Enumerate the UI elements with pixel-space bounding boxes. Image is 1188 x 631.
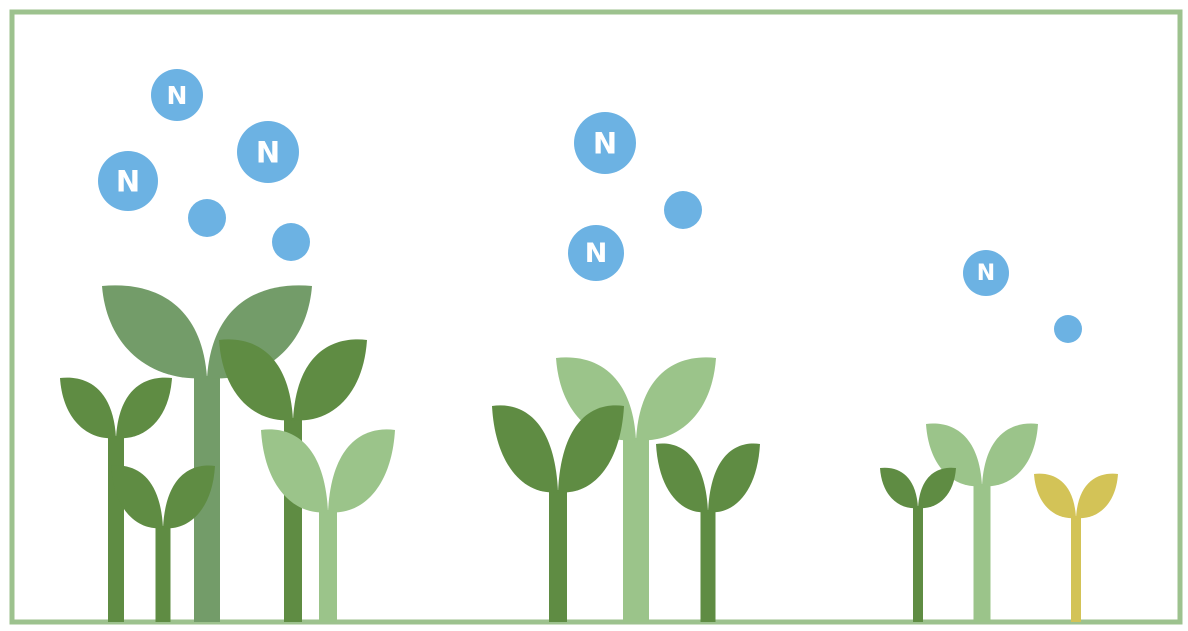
plant-stem	[319, 510, 337, 622]
plant-leaf-right	[328, 429, 395, 512]
nitrogen-molecule-labeled: N	[574, 112, 636, 174]
plant-stem	[913, 506, 923, 622]
plant-medium-nitrogen-right-dark-green	[656, 444, 760, 622]
plant-leaf-left	[880, 468, 918, 508]
plant-leaf-right	[558, 405, 624, 492]
plant-leaf-right	[116, 378, 172, 439]
plant-stem	[701, 510, 716, 622]
plant-leaf-left	[492, 405, 558, 492]
plant-low-nitrogen-right-yellow	[1034, 474, 1118, 622]
molecules-low-nitrogen: N	[963, 250, 1082, 343]
plant-leaf-right	[293, 339, 367, 420]
molecules-medium-nitrogen: NN	[568, 112, 702, 281]
nitrogen-label: N	[593, 127, 617, 161]
plant-high-nitrogen-right-light-green	[261, 429, 395, 622]
plant-stem	[1071, 516, 1081, 622]
nitrogen-label: N	[977, 261, 995, 286]
plant-stem	[156, 526, 171, 622]
nitrogen-molecule-labeled: N	[568, 225, 624, 281]
nitrogen-label: N	[256, 136, 280, 170]
nitrogen-molecule-labeled: N	[237, 121, 299, 183]
plants-layer	[60, 285, 1118, 622]
nitrogen-molecule-labeled: N	[151, 69, 203, 121]
nitrogen-molecule-unlabeled	[1054, 315, 1082, 343]
plant-leaf-left	[656, 444, 708, 513]
plant-stem	[623, 438, 649, 622]
molecules-high-nitrogen: N N N	[98, 69, 310, 261]
plant-leaf-left	[1034, 474, 1076, 519]
plant-low-nitrogen-center-light-green	[926, 424, 1038, 622]
nitrogen-label: N	[116, 165, 140, 199]
plant-leaf-right	[636, 357, 716, 440]
nitrogen-molecule-unlabeled	[272, 223, 310, 261]
plant-leaf-right	[708, 444, 760, 513]
nitrogen-molecule-unlabeled	[664, 191, 702, 229]
nitrogen-label: N	[167, 81, 188, 110]
plant-leaf-right	[982, 424, 1038, 487]
plant-leaf-right	[918, 468, 956, 508]
plant-medium-nitrogen-left-dark-green	[492, 405, 624, 622]
plant-stem	[974, 484, 991, 622]
nitrogen-molecule-unlabeled	[188, 199, 226, 237]
plant-stem	[108, 436, 124, 622]
nitrogen-molecule-labeled: N	[98, 151, 158, 211]
plant-leaf-left	[102, 285, 207, 378]
nitrogen-molecule-labeled: N	[963, 250, 1009, 296]
plant-leaf-left	[60, 378, 116, 439]
nitrogen-label: N	[585, 238, 608, 269]
plant-low-nitrogen-left-dark-green	[880, 468, 956, 622]
plant-stem	[549, 490, 567, 622]
plant-leaf-left	[261, 429, 328, 512]
plant-leaf-right	[1076, 474, 1118, 519]
